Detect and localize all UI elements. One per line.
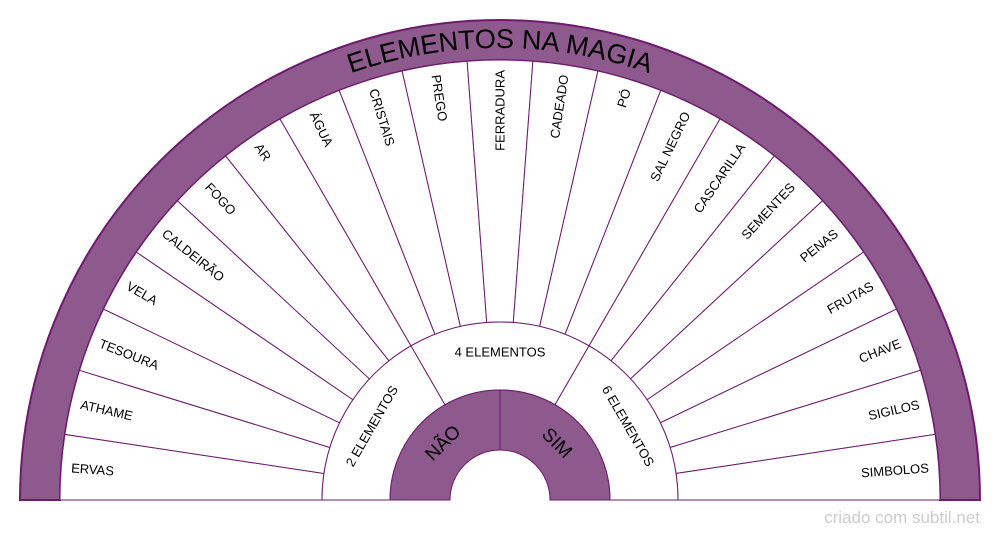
credit-text: criado com subtil.net [824, 508, 980, 527]
middle-label-4-elementos: 4 ELEMENTOS [455, 345, 546, 360]
center-sector-nao [389, 389, 501, 501]
outer-label-simbolos: SIMBOLOS [861, 460, 930, 480]
outer-sectors: ERVASATHAMETESOURAVELACALDEIRÃOFOGOARÁGU… [59, 59, 941, 501]
outer-label-ferradura: FERRADURA [493, 70, 508, 151]
center-sector-sim [499, 389, 611, 501]
outer-label-po: PÓ [614, 87, 634, 109]
outer-label-prego: PREGO [428, 74, 450, 123]
outer-label-ervas: ERVAS [71, 460, 115, 478]
